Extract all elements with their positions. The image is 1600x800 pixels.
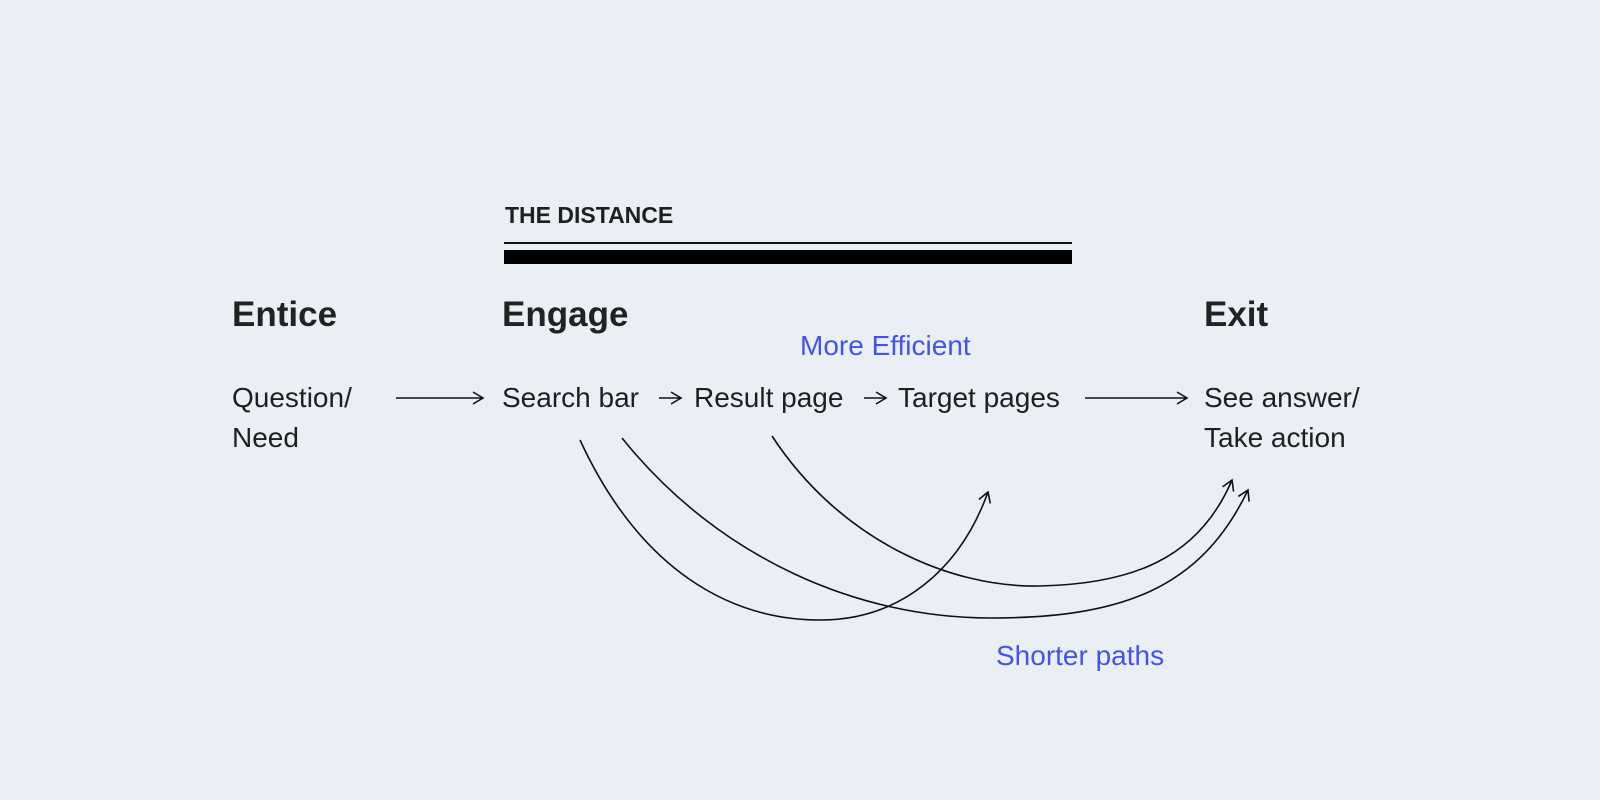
node-answer-line2: Take action (1204, 422, 1346, 453)
distance-thick-bar (504, 250, 1072, 264)
node-question-line1: Question/ (232, 382, 352, 413)
node-see-answer: See answer/ Take action (1204, 378, 1360, 458)
distance-thin-rule (504, 242, 1072, 244)
node-search-bar: Search bar (502, 382, 639, 413)
node-question-need: Question/ Need (232, 378, 352, 458)
stage-entice-heading: Entice (232, 295, 338, 334)
node-target-pages: Target pages (898, 382, 1060, 413)
curve-search-to-answer (621, 437, 1250, 619)
more-efficient-label: More Efficient (800, 330, 971, 361)
stage-engage-heading: Engage (502, 295, 629, 334)
curve-search-to-target (579, 439, 992, 621)
curve-result-to-answer (771, 435, 1235, 587)
shorter-paths-label: Shorter paths (996, 640, 1165, 671)
stage-exit-heading: Exit (1204, 295, 1269, 334)
distance-title: THE DISTANCE (505, 202, 674, 228)
node-question-line2: Need (232, 422, 299, 453)
node-result-page: Result page (694, 382, 844, 413)
node-answer-line1: See answer/ (1204, 382, 1360, 413)
